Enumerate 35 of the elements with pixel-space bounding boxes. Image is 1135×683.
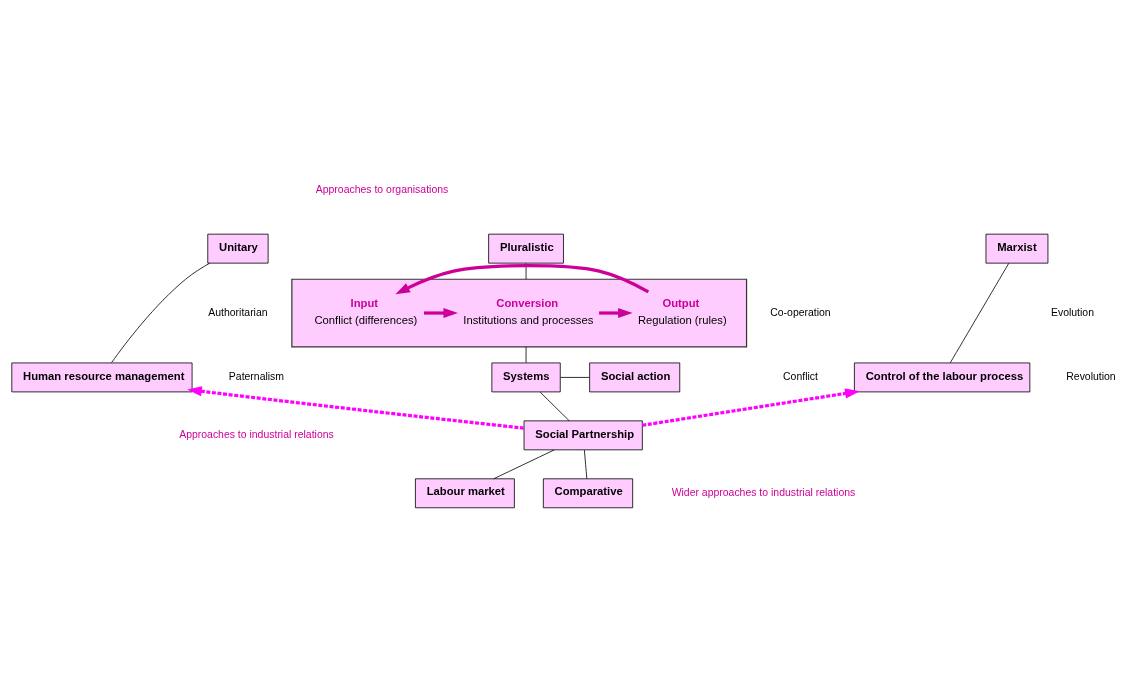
label: Paternalism [228,370,285,382]
node-box: Labour market [415,477,515,508]
node-box: Comparative [542,477,634,508]
arrow [642,387,860,427]
node-box: Systems [491,362,561,392]
connector [560,376,590,378]
label: Approaches to organisations [315,183,449,195]
node-box: Unitary [207,233,269,264]
node-box: Control of the labour process [854,362,1031,392]
label: Evolution [1050,306,1094,318]
arrow [395,263,650,294]
connector [525,345,527,363]
node-box: Human resource management [11,362,193,392]
label: Wider approaches to industrial relations [671,486,856,498]
node-box: Marxist [985,233,1049,264]
arrow [424,307,458,318]
node-text: Output Regulation (rules) [637,296,727,326]
node-box: Social action [589,362,681,392]
connector [539,391,570,421]
label: Conflict [783,370,818,382]
label: Approaches to industrial relations [179,428,334,440]
cluster [291,278,748,347]
arrow [187,385,524,430]
label: Co-operation [770,306,831,318]
node-box: Social Partnership [523,419,643,450]
node-box: Pluralistic [488,233,564,264]
connector [949,262,1010,363]
label: Authoritarian [208,306,268,318]
connector [584,449,588,479]
label: Revolution [1066,370,1116,382]
node-text: Input Conflict (differences) [314,296,418,326]
connector [111,262,211,363]
arrow [599,307,633,318]
node-text: Conversion Institutions and processes [463,296,594,326]
connector [493,449,555,479]
